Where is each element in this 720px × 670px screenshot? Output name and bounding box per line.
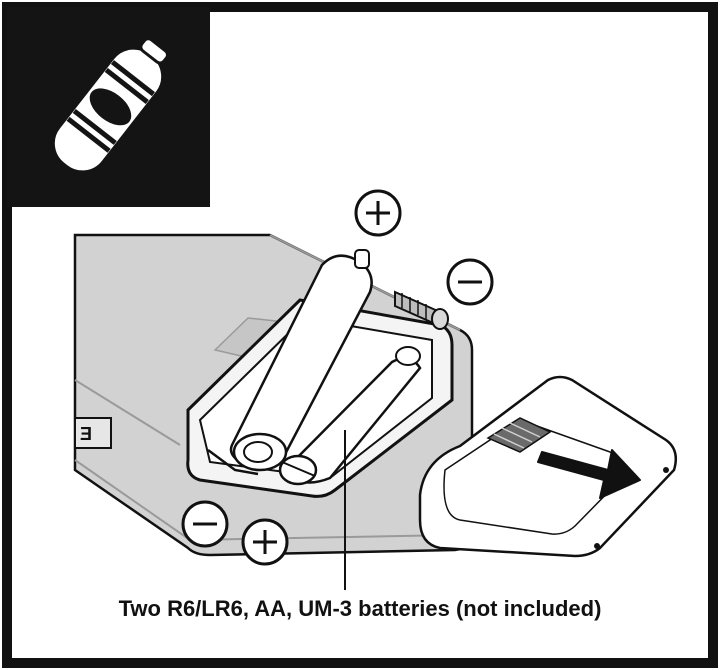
battery-cover: [418, 375, 677, 558]
aa-battery-icon: [7, 7, 210, 207]
minus-polarity-icon: [181, 500, 229, 548]
plus-polarity-icon: [241, 518, 289, 566]
plus-polarity-icon: [354, 189, 402, 237]
installed-battery: [278, 346, 422, 486]
spring-terminal: [394, 290, 449, 330]
svg-text:Ǝ: Ǝ: [80, 424, 92, 444]
battery-caption: Two R6/LR6, AA, UM-3 batteries (not incl…: [118, 596, 602, 621]
arrow-right-icon: [537, 449, 641, 499]
minus-polarity-icon: [446, 258, 494, 306]
inserting-battery: [207, 249, 373, 476]
